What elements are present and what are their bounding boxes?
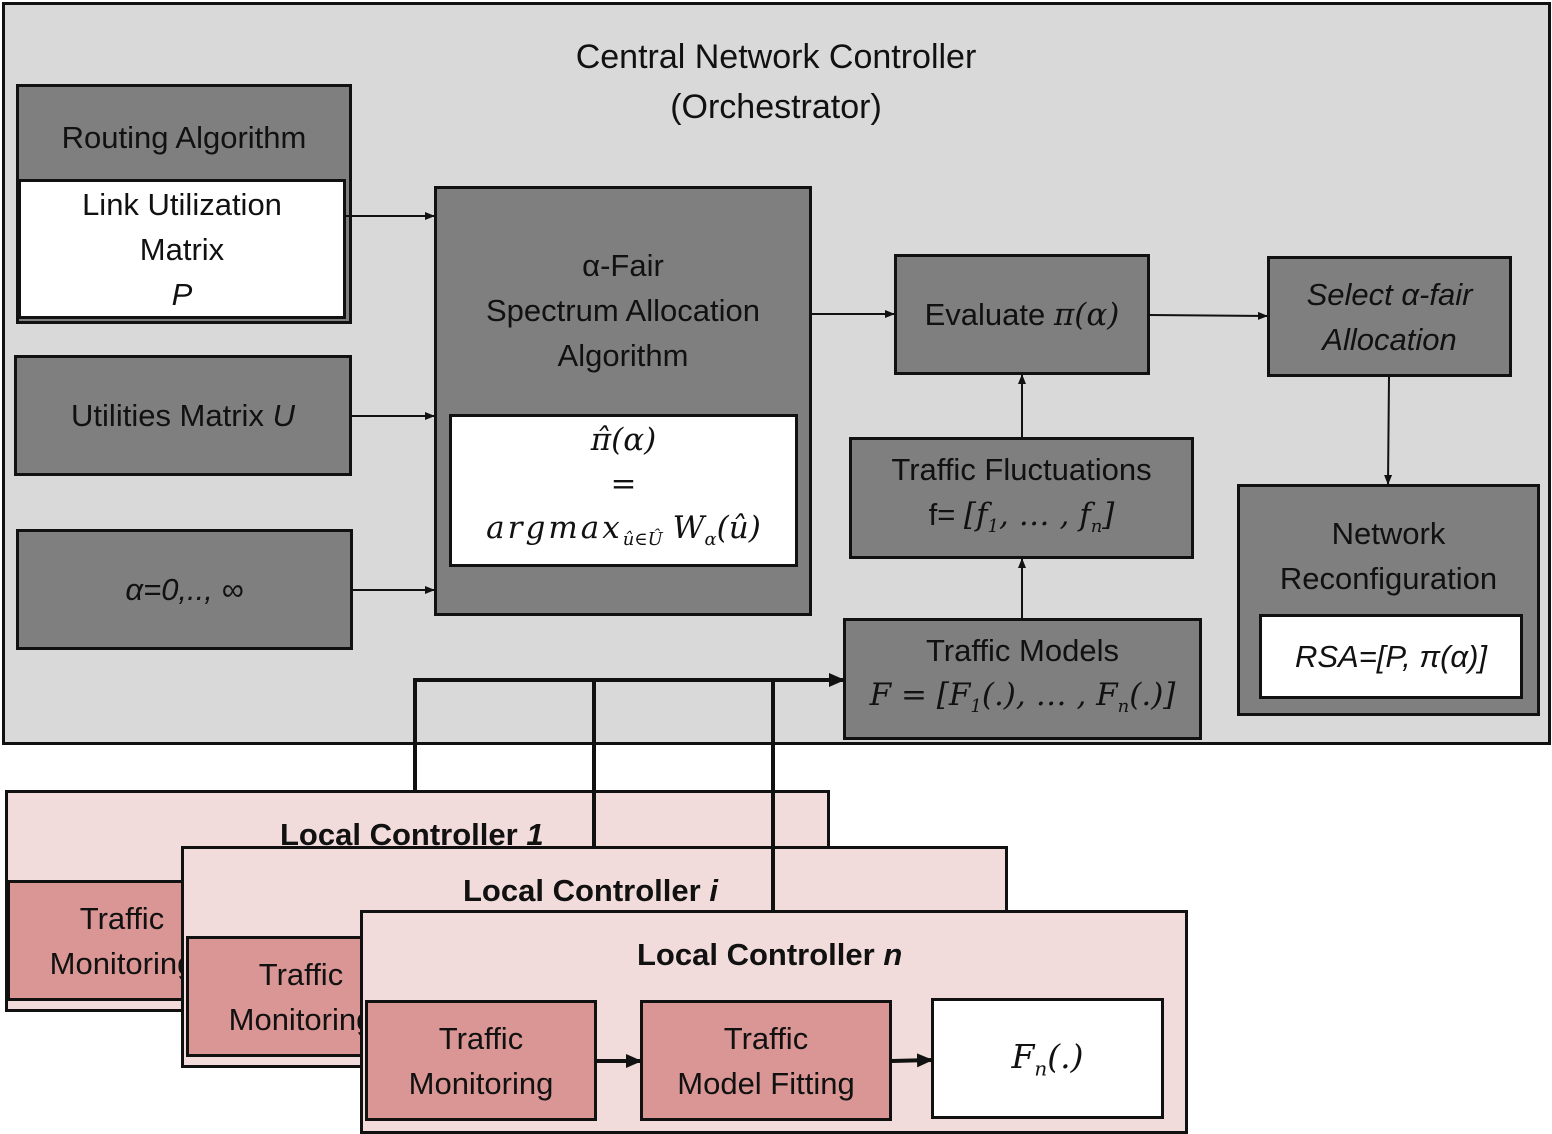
link-util-line1: Link Utilization <box>82 186 282 222</box>
link-util-line2: Matrix <box>139 231 225 267</box>
select-line1: Select α-fair <box>1306 276 1473 312</box>
fluctuations-line2: f= [f1, … , fn] <box>928 496 1115 538</box>
evaluate-label: Evaluate <box>924 296 1054 332</box>
utilities-matrix-label: Utilities Matrix <box>71 398 273 433</box>
reconfig-line1: Network <box>1331 515 1446 551</box>
local-controller-i-title: Local Controller i <box>463 873 718 908</box>
formula-line1: π̂(α) <box>590 422 657 459</box>
model-fitting-box: Traffic Model Fitting <box>640 1000 892 1121</box>
central-controller-title: Central Network Controller (Orchestrator… <box>476 32 1076 132</box>
local-controller-1-monitoring-label: Traffic Monitoring <box>49 900 195 981</box>
alpha-range-label: α=0,.., ∞ <box>125 572 244 607</box>
formula-line2: = <box>610 466 637 503</box>
evaluate-symbol: π(α) <box>1053 296 1120 333</box>
traffic-models-box: Traffic Models F = [F1(.), … , Fn(.)] <box>843 618 1202 740</box>
central-title-line2: (Orchestrator) <box>670 88 882 126</box>
rsa-box: RSA=[P, π(α)] <box>1259 614 1523 699</box>
formula-line3: argmaxû∈Û Wα(û) <box>486 510 761 551</box>
alpha-fair-line2: Spectrum Allocation <box>486 292 760 328</box>
fluctuations-line1: Traffic Fluctuations <box>891 451 1152 487</box>
select-allocation-box: Select α-fair Allocation <box>1267 256 1512 377</box>
alpha-fair-line1: α-Fair <box>582 247 664 283</box>
traffic-models-formula: F = [F1(.), … , Fn(.)] <box>869 677 1176 718</box>
routing-algorithm-title: Routing Algorithm <box>61 119 307 155</box>
rsa-label: RSA=[P, π(α)] <box>1294 639 1488 674</box>
utilities-matrix-symbol: U <box>272 398 295 433</box>
alpha-fair-line3: Algorithm <box>557 337 689 373</box>
alpha-fair-allocation-title: α-Fair Spectrum Allocation Algorithm <box>434 240 812 380</box>
network-reconfiguration-title: Network Reconfiguration <box>1237 508 1540 603</box>
central-title-line1: Central Network Controller <box>575 38 977 76</box>
alpha-range-box: α=0,.., ∞ <box>16 529 353 650</box>
traffic-fluctuations-box: Traffic Fluctuations f= [f1, … , fn] <box>849 437 1194 559</box>
traffic-models-line1: Traffic Models <box>926 633 1119 669</box>
local-controller-n-monitoring-box: Traffic Monitoring <box>365 1000 597 1121</box>
local-controller-n-title: Local Controller n <box>637 937 903 972</box>
select-line2: Allocation <box>1322 321 1457 357</box>
reconfig-line2: Reconfiguration <box>1279 560 1498 596</box>
local-controller-i-monitoring-label: Traffic Monitoring <box>228 956 374 1037</box>
link-utilization-matrix-box: Link Utilization Matrix P <box>18 179 346 319</box>
evaluate-box: Evaluate π(α) <box>894 254 1150 375</box>
link-util-line3: P <box>171 276 193 312</box>
utilities-matrix-box: Utilities Matrix U <box>14 355 352 476</box>
allocation-formula-box: π̂(α) = argmaxû∈Û Wα(û) <box>449 414 798 567</box>
fitted-model-output-box: Fn(.) <box>931 998 1164 1119</box>
